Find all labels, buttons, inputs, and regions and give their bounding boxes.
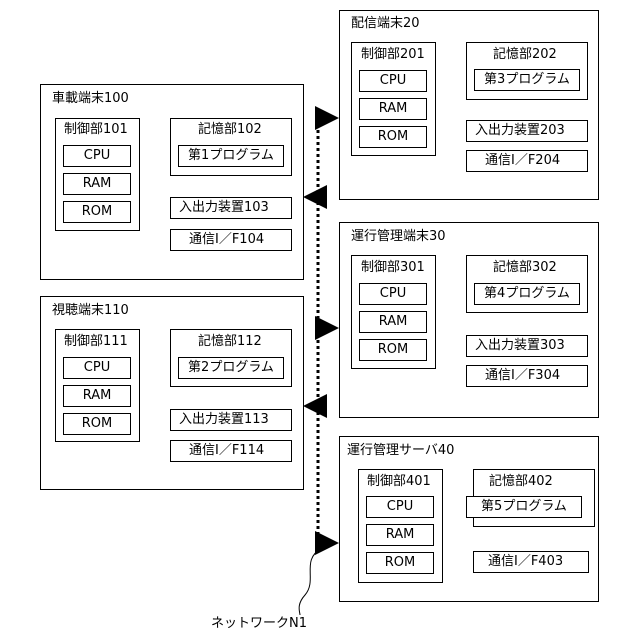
operation-control-title: 制御部301 [361, 260, 425, 276]
server-cpu: CPU [366, 496, 434, 518]
server-program: 第5プログラム [466, 496, 582, 518]
network-label: ネットワークN1 [211, 616, 307, 632]
distribution-terminal-title: 配信端末20 [351, 16, 420, 32]
distribution-rom: ROM [359, 126, 427, 148]
distribution-ram: RAM [359, 98, 427, 120]
vehicle-storage-title: 記憶部102 [198, 122, 262, 138]
vehicle-ram: RAM [63, 173, 131, 195]
server-title: 運行管理サーバ40 [347, 443, 454, 459]
vehicle-cpu: CPU [63, 145, 131, 167]
viewing-comm-if: 通信I／F114 [170, 440, 292, 462]
operation-terminal-title: 運行管理端末30 [351, 229, 446, 245]
operation-rom: ROM [359, 339, 427, 361]
distribution-comm-if: 通信I／F204 [466, 150, 588, 172]
operation-ram: RAM [359, 311, 427, 333]
viewing-rom: ROM [63, 413, 131, 435]
vehicle-terminal-title: 車載端末100 [52, 91, 129, 107]
distribution-storage-title: 記憶部202 [493, 47, 557, 63]
server-comm-if: 通信I／F403 [473, 551, 589, 573]
viewing-ram: RAM [63, 385, 131, 407]
server-rom: ROM [366, 552, 434, 574]
distribution-cpu: CPU [359, 70, 427, 92]
operation-io-device: 入出力装置303 [466, 335, 588, 357]
operation-program: 第4プログラム [474, 283, 580, 305]
server-control-title: 制御部401 [367, 474, 431, 490]
viewing-cpu: CPU [63, 357, 131, 379]
vehicle-rom: ROM [63, 201, 131, 223]
distribution-io-device: 入出力装置203 [466, 120, 588, 142]
viewing-program: 第2プログラム [178, 357, 284, 379]
network-leader-line [299, 548, 322, 615]
vehicle-io-device: 入出力装置103 [170, 197, 292, 219]
viewing-storage-title: 記憶部112 [198, 334, 262, 350]
vehicle-control-title: 制御部101 [64, 122, 128, 138]
server-storage-title: 記憶部402 [489, 474, 553, 490]
vehicle-program: 第1プログラム [178, 145, 284, 167]
operation-storage-title: 記憶部302 [493, 260, 557, 276]
server-ram: RAM [366, 524, 434, 546]
distribution-program: 第3プログラム [474, 69, 580, 91]
viewing-io-device: 入出力装置113 [170, 409, 292, 431]
vehicle-comm-if: 通信I／F104 [170, 229, 292, 251]
distribution-control-title: 制御部201 [361, 47, 425, 63]
viewing-terminal-title: 視聴端末110 [52, 303, 129, 319]
operation-cpu: CPU [359, 283, 427, 305]
viewing-control-title: 制御部111 [64, 334, 128, 350]
operation-comm-if: 通信I／F304 [466, 365, 588, 387]
